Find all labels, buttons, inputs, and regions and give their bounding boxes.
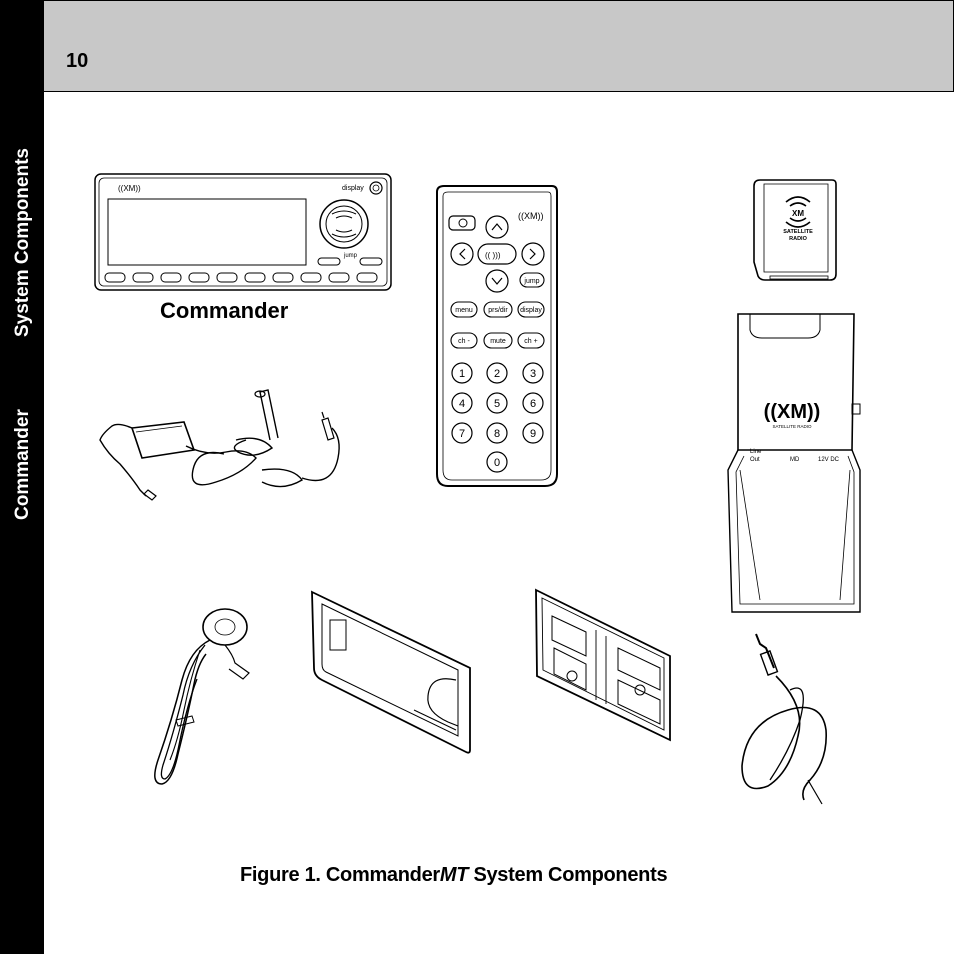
- audio-cable-illustration: [741, 633, 827, 805]
- remote-mute-button: mute: [490, 338, 506, 345]
- remote-menu-button: menu: [455, 307, 473, 314]
- remote-key-1: 1: [459, 368, 465, 380]
- commander-label: Commander: [160, 298, 289, 323]
- remote-key-0: 0: [494, 457, 500, 469]
- remote-prsdir-button: prs/dir: [488, 307, 508, 314]
- remote-key-5: 5: [494, 398, 500, 410]
- commander-radio-illustration: ((XM)) display jump: [94, 173, 392, 291]
- card-line-2: RADIO: [789, 236, 807, 242]
- remote-key-8: 8: [494, 428, 500, 440]
- power-adapter-illustration: [99, 389, 340, 501]
- remote-display-button: display: [520, 307, 542, 314]
- dock-line-out-2: Out: [750, 457, 760, 463]
- antenna-illustration: [154, 608, 250, 785]
- remote-jump-button: jump: [523, 278, 539, 285]
- header-bar: [44, 0, 954, 92]
- remote-chplus-button: ch +: [524, 338, 537, 345]
- xm-card-illustration: XM SATELLITE RADIO: [753, 179, 837, 281]
- svg-text:(( ))): (( ))): [485, 251, 501, 260]
- dock-line-out-1: Line: [750, 449, 762, 455]
- caption-prefix: Figure 1. Commander: [240, 864, 440, 886]
- svg-text:((XM)): ((XM)): [764, 401, 821, 423]
- remote-key-6: 6: [530, 398, 536, 410]
- svg-text:((XM)): ((XM)): [518, 211, 544, 221]
- svg-text:XM: XM: [792, 209, 804, 218]
- remote-key-3: 3: [530, 368, 536, 380]
- page-number: 10: [66, 50, 89, 72]
- card-line-1: SATELLITE: [783, 229, 813, 235]
- remote-key-7: 7: [459, 428, 465, 440]
- caption-italic: MT: [439, 864, 469, 886]
- remote-key-2: 2: [494, 368, 500, 380]
- caption-suffix: System Components: [468, 864, 668, 886]
- svg-text:((XM)): ((XM)): [118, 184, 141, 193]
- dock-power-label: 12V DC: [818, 457, 840, 463]
- sidebar: Commander System Components: [0, 0, 44, 954]
- radio-jump-label: jump: [343, 253, 358, 259]
- radio-display-label: display: [342, 185, 364, 192]
- figure-caption: Figure 1. CommanderMT System Components: [240, 864, 668, 887]
- dock-brand-subtitle: SATELLITE RADIO: [773, 424, 812, 429]
- dock-mid-label: MD: [790, 457, 800, 463]
- remote-chminus-button: ch -: [458, 338, 470, 345]
- car-mount-plate-illustration: [311, 590, 471, 754]
- remote-control-illustration: ((XM)) (( ))) jump menu prs/dir display …: [436, 185, 558, 487]
- remote-key-9: 9: [530, 428, 536, 440]
- dock-mount-plate-illustration: [535, 588, 671, 742]
- home-dock-illustration: ((XM)) SATELLITE RADIO Line Out MD 12V D…: [727, 313, 861, 613]
- remote-key-4: 4: [459, 398, 465, 410]
